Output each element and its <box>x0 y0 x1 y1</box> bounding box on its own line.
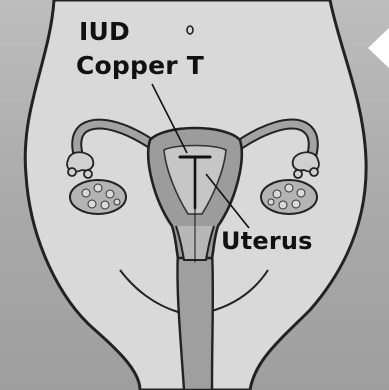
vaginal-canal <box>177 250 212 390</box>
uterus-label: Uterus <box>221 229 313 253</box>
edge-arrow <box>368 28 389 68</box>
iud-type-label: Copper T <box>76 53 204 78</box>
ovary-right <box>261 180 317 214</box>
ovary-left <box>70 180 126 214</box>
iud-label: IUD <box>79 19 130 44</box>
